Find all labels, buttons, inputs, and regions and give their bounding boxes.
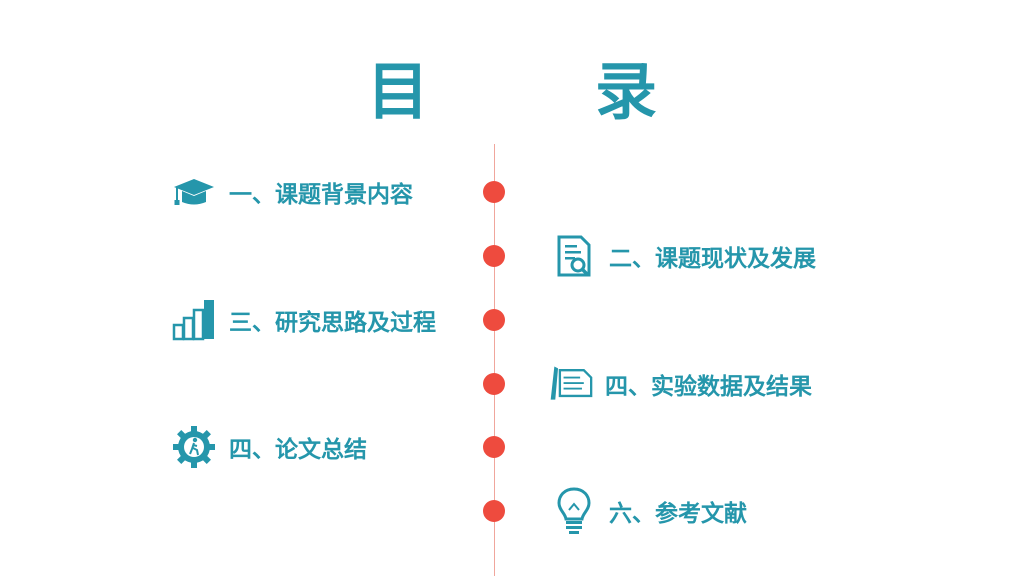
toc-item-3[interactable]: 三、研究思路及过程 bbox=[171, 297, 436, 343]
timeline-dot-6 bbox=[483, 500, 505, 522]
toc-item-label: 三、研究思路及过程 bbox=[229, 310, 436, 336]
gear-person-icon bbox=[171, 424, 217, 470]
toc-item-4[interactable]: 四、实验数据及结果 bbox=[547, 361, 812, 407]
toc-item-6[interactable]: 六、参考文献 bbox=[551, 487, 747, 534]
lightbulb-icon bbox=[551, 487, 597, 534]
timeline-dot-1 bbox=[483, 181, 505, 203]
toc-item-5[interactable]: 四、论文总结 bbox=[171, 424, 367, 470]
timeline-dot-2 bbox=[483, 245, 505, 267]
timeline-dot-3 bbox=[483, 309, 505, 331]
pen-paper-icon bbox=[547, 361, 593, 407]
toc-item-label: 六、参考文献 bbox=[609, 501, 747, 527]
timeline-line bbox=[494, 144, 495, 576]
timeline-dot-5 bbox=[483, 436, 505, 458]
toc-item-label: 四、实验数据及结果 bbox=[605, 374, 812, 400]
document-search-icon bbox=[551, 233, 597, 279]
timeline-dot-4 bbox=[483, 373, 505, 395]
toc-item-label: 一、课题背景内容 bbox=[229, 182, 413, 208]
toc-item-label: 二、课题现状及发展 bbox=[609, 246, 816, 272]
toc-item-label: 四、论文总结 bbox=[229, 437, 367, 463]
page-title: 目 录 bbox=[366, 55, 709, 128]
toc-item-1[interactable]: 一、课题背景内容 bbox=[171, 169, 413, 215]
toc-item-2[interactable]: 二、课题现状及发展 bbox=[551, 233, 816, 279]
bar-chart-icon bbox=[171, 297, 217, 343]
graduation-cap-icon bbox=[171, 169, 217, 215]
